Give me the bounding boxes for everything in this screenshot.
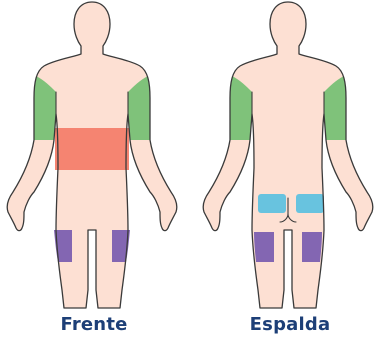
back-right-thigh-zone bbox=[302, 232, 322, 262]
back-label: Espalda bbox=[230, 314, 350, 335]
back-right-buttock-zone bbox=[296, 194, 324, 213]
front-label: Frente bbox=[34, 314, 154, 335]
back-left-buttock-zone bbox=[258, 194, 286, 213]
back-left-thigh-zone bbox=[254, 232, 274, 262]
back-body-figure bbox=[203, 2, 373, 308]
front-body-figure bbox=[7, 2, 177, 308]
back-body-silhouette bbox=[203, 2, 373, 308]
front-abdomen-zone bbox=[55, 128, 129, 170]
